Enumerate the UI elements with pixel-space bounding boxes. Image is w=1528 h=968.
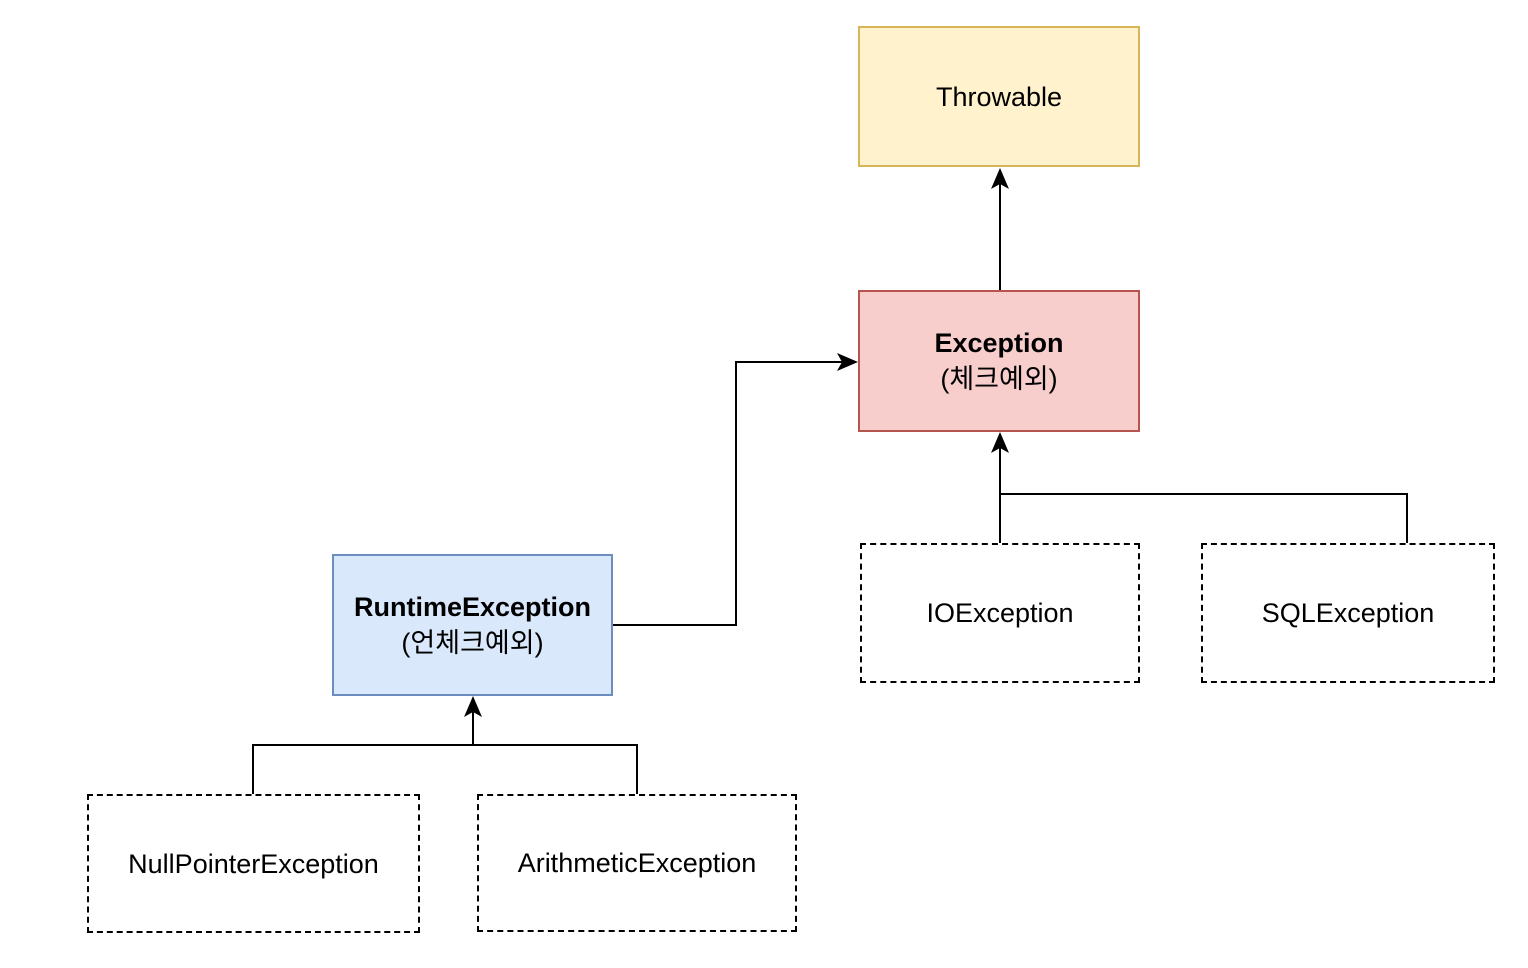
- node-sql-exception-label: SQLException: [1261, 598, 1435, 628]
- node-exception-label: Exception: [934, 328, 1064, 358]
- edge-npe-arith-to-runtime: [252, 712, 638, 794]
- arrowhead-to-exception-left: [837, 353, 858, 371]
- arrowhead-to-exception-bottom: [991, 432, 1009, 453]
- arrowhead-to-runtime-bottom: [464, 696, 482, 717]
- node-null-pointer-exception: NullPointerException: [87, 794, 420, 933]
- node-io-exception-label: IOException: [926, 598, 1074, 628]
- node-io-exception: IOException: [860, 543, 1140, 683]
- node-exception: Exception (체크예외): [858, 290, 1140, 432]
- edge-io-sql-to-exception: [999, 448, 1408, 543]
- arrowhead-to-throwable: [991, 168, 1009, 189]
- node-arithmetic-exception-label: ArithmeticException: [517, 848, 757, 878]
- node-runtime-exception-sublabel: (언체크예외): [401, 628, 544, 658]
- node-sql-exception: SQLException: [1201, 543, 1495, 683]
- node-exception-sublabel: (체크예외): [940, 364, 1058, 394]
- node-arithmetic-exception: ArithmeticException: [477, 794, 797, 932]
- node-throwable-label: Throwable: [935, 81, 1063, 112]
- node-runtime-exception: RuntimeException (언체크예외): [332, 554, 613, 696]
- edge-runtime-to-exception: [613, 361, 842, 626]
- node-throwable: Throwable: [858, 26, 1140, 167]
- node-null-pointer-exception-label: NullPointerException: [128, 848, 379, 879]
- node-runtime-exception-label: RuntimeException: [353, 592, 592, 622]
